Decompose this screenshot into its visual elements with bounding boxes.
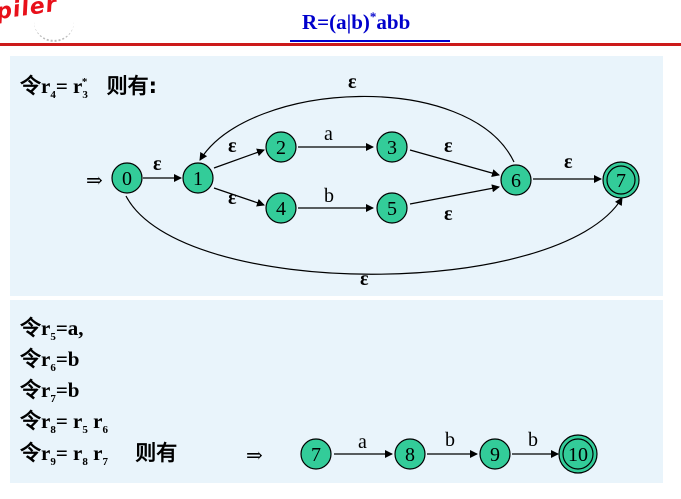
- state-2: 2: [265, 131, 297, 163]
- definition-line-r6: 令r6=b: [20, 347, 80, 375]
- label-e-1-4: ε: [228, 187, 237, 209]
- edge-1-4: [213, 187, 265, 207]
- state-1: 1: [182, 162, 214, 194]
- svg-text:5: 5: [387, 198, 397, 220]
- label-e-0-1: ε: [153, 153, 162, 175]
- state-6: 6: [500, 164, 532, 196]
- state-5: 5: [376, 192, 408, 224]
- svg-text:4: 4: [276, 198, 286, 220]
- label-e-4-5: b: [324, 185, 334, 207]
- edge-5-6: [409, 184, 500, 205]
- edge-6-1-loop: [199, 95, 515, 163]
- edge-1-2: [213, 148, 265, 169]
- label-9-10: b: [528, 429, 538, 451]
- state-3: 3: [376, 131, 408, 163]
- svg-text:3: 3: [387, 137, 397, 159]
- state-4: 4: [265, 192, 297, 224]
- label-8-9: b: [445, 429, 455, 451]
- label-e-6-7: ε: [564, 151, 573, 173]
- label-e-1-2: ε: [228, 135, 237, 157]
- bottom-then-arrow: ⇒: [246, 445, 263, 467]
- svg-text:0: 0: [122, 168, 132, 190]
- page-title: R=(a|b)*abb: [302, 9, 411, 34]
- label-e-3-6: ε: [444, 135, 453, 157]
- header-rule: [0, 43, 681, 46]
- edge-3-6: [409, 149, 500, 177]
- definition-line-r8: 令r8= r5 r6: [20, 409, 108, 437]
- edge-0-7-bypass: [125, 195, 623, 275]
- logo-swirl: [34, 22, 74, 42]
- label-e-2-3: a: [324, 123, 333, 145]
- state-0: 0: [111, 162, 143, 194]
- label-7-8: a: [358, 431, 367, 453]
- svg-text:2: 2: [276, 137, 286, 159]
- definition-line-r7: 令r7=b: [20, 378, 80, 406]
- state-7-accepting: 7: [602, 161, 640, 199]
- label-e-0-7: ε: [360, 268, 369, 290]
- svg-text:6: 6: [511, 170, 521, 192]
- definition-line-r9: 令r9= r8 r7 则有: [20, 441, 178, 469]
- svg-text:7: 7: [616, 170, 626, 192]
- definition-line-r5: 令r5=a,: [20, 316, 84, 344]
- label-e-5-6: ε: [444, 203, 453, 225]
- then-text: 则有: [135, 441, 178, 465]
- start-arrow: ⇒: [86, 170, 103, 192]
- svg-text:1: 1: [193, 168, 203, 190]
- label-e-6-1: ε: [348, 71, 357, 93]
- intro-line: 令r4= r3* 则有:: [20, 74, 158, 102]
- title-underline: [290, 40, 450, 42]
